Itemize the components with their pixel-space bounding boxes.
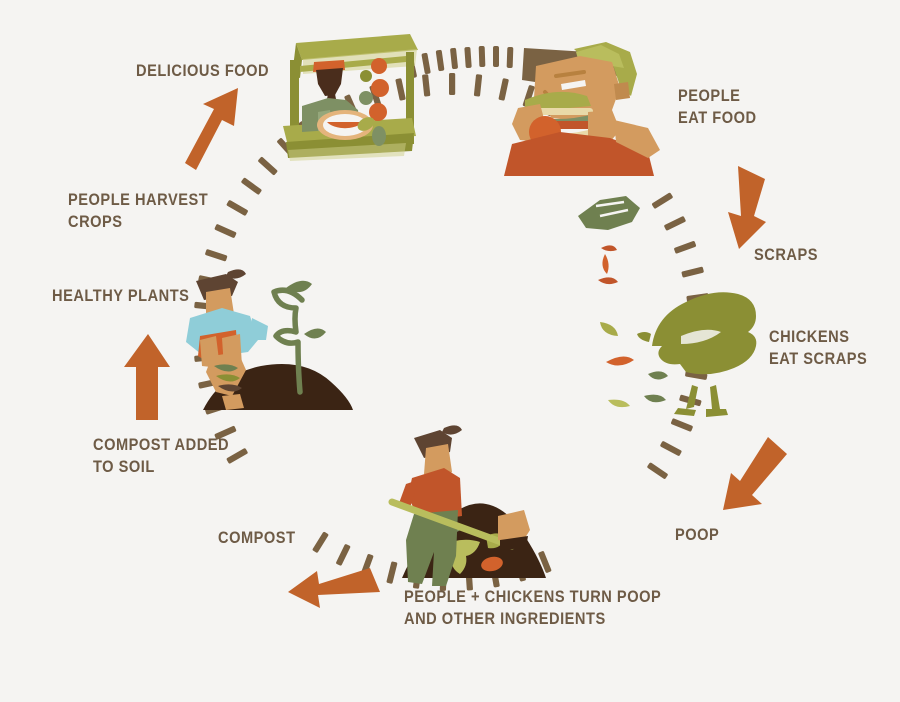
illustration-person-eating (504, 42, 660, 176)
label-delicious-food: DELICIOUS FOOD (136, 61, 270, 80)
illustration-market-stall (283, 34, 418, 161)
arrow-poop (723, 437, 787, 510)
label-people-chickens-turn-poop: PEOPLE + CHICKENS TURN POOP AND OTHER IN… (404, 587, 662, 628)
label-people-eat-food: PEOPLE EAT FOOD (678, 86, 757, 127)
arrow-delicious-food (185, 88, 238, 170)
arrow-compost-to-soil (124, 334, 170, 420)
label-compost: COMPOST (218, 528, 296, 547)
illustration-chicken (637, 292, 757, 417)
illustration-planting-person (186, 269, 353, 410)
label-scraps: SCRAPS (754, 245, 819, 264)
illustration-compost-pile (388, 425, 546, 586)
label-chickens-eat-scraps: CHICKENS EAT SCRAPS (769, 327, 868, 368)
arrow-compost (288, 568, 380, 608)
illustration-falling-scraps (578, 196, 666, 408)
label-healthy-plants: HEALTHY PLANTS (52, 286, 190, 305)
arrow-scraps (728, 166, 766, 249)
label-compost-added-to-soil: COMPOST ADDED TO SOIL (93, 435, 230, 476)
label-poop: POOP (675, 525, 720, 544)
label-people-harvest-crops: PEOPLE HARVEST CROPS (68, 190, 209, 231)
